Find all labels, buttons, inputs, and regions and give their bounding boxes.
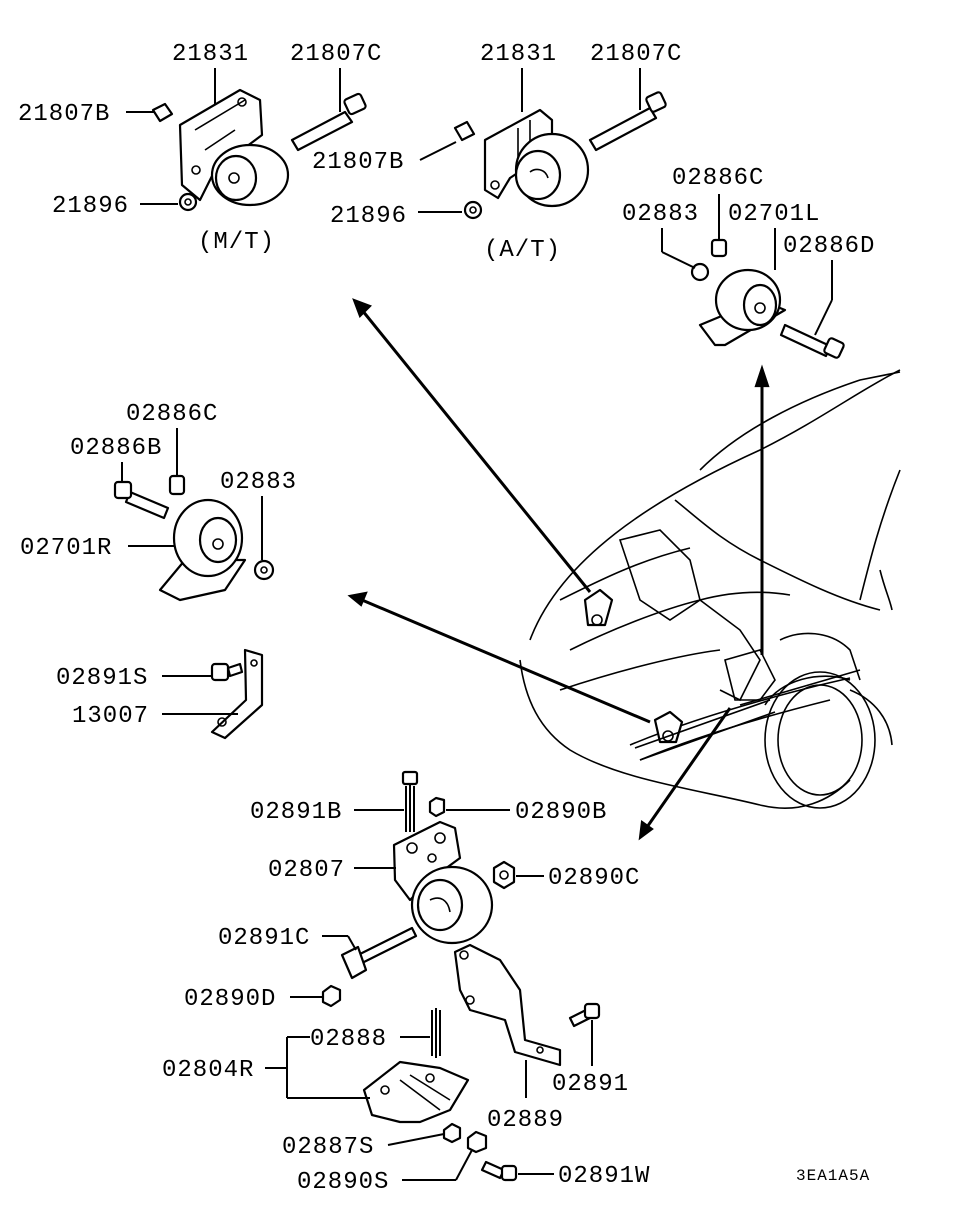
- rear-mount-illustration: [321, 770, 601, 1182]
- label-02883-left: 02883: [622, 201, 699, 228]
- label-02883-right: 02883: [220, 469, 297, 496]
- at-mount-illustration: [453, 91, 667, 220]
- label-02701l: 02701L: [728, 201, 820, 228]
- at-labels: 21831 21807C 21807B 21896 (A/T): [312, 41, 682, 264]
- label-02886c-left: 02886C: [672, 165, 764, 192]
- label-21807b-mt: 21807B: [18, 101, 110, 128]
- location-arrows: [347, 298, 770, 841]
- label-21831-mt: 21831: [172, 41, 249, 68]
- label-02886b: 02886B: [70, 435, 162, 462]
- right-mount-illustration: [113, 474, 275, 602]
- bracket-illustration: [210, 648, 264, 740]
- label-02890d: 02890D: [184, 986, 276, 1013]
- left-mount-illustration: [690, 238, 845, 359]
- label-21896-at: 21896: [330, 203, 407, 230]
- label-02891b: 02891B: [250, 799, 342, 826]
- mt-labels: 21831 21807C 21807B 21896 (M/T): [18, 41, 382, 256]
- label-02891: 02891: [552, 1071, 629, 1098]
- vehicle-body-outline: [519, 369, 901, 809]
- label-21807c-mt: 21807C: [290, 41, 382, 68]
- caption-mt: (M/T): [198, 229, 275, 256]
- label-02890c: 02890C: [548, 865, 640, 892]
- label-02888: 02888: [310, 1026, 387, 1053]
- label-13007: 13007: [72, 703, 149, 730]
- label-21831-at: 21831: [480, 41, 557, 68]
- bracket-labels: 02891S 13007: [56, 665, 238, 730]
- label-02804r: 02804R: [162, 1057, 254, 1084]
- label-02701r: 02701R: [20, 535, 112, 562]
- label-21807c-at: 21807C: [590, 41, 682, 68]
- label-21896-mt: 21896: [52, 193, 129, 220]
- label-02890s: 02890S: [297, 1169, 389, 1196]
- label-02807: 02807: [268, 857, 345, 884]
- left-mount-labels: 02886C 02883 02701L 02886D: [622, 165, 875, 336]
- label-02887s: 02887S: [282, 1134, 374, 1161]
- label-02891s: 02891S: [56, 665, 148, 692]
- label-02891w: 02891W: [558, 1163, 650, 1190]
- diagram-code: 3EA1A5A: [796, 1167, 870, 1185]
- label-02890b: 02890B: [515, 799, 607, 826]
- caption-at: (A/T): [484, 237, 561, 264]
- label-02886d: 02886D: [783, 233, 875, 260]
- label-21807b-at: 21807B: [312, 149, 404, 176]
- label-02891c: 02891C: [218, 925, 310, 952]
- rear-mount-labels: 02891B 02890B 02807 02890C 02891C 02890D…: [162, 799, 650, 1196]
- right-mount-labels: 02886C 02886B 02883 02701R: [20, 401, 297, 562]
- label-02886c-right: 02886C: [126, 401, 218, 428]
- label-02889: 02889: [487, 1107, 564, 1134]
- mt-mount-illustration: [151, 88, 367, 212]
